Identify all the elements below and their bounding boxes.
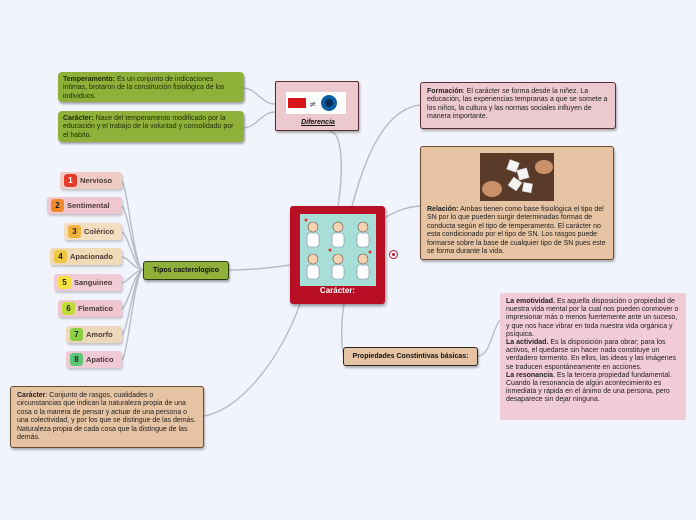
caracter-text: : Conjunto de rasgos, cualidades o circu… <box>17 392 196 442</box>
propiedades-detail-node[interactable]: La emotividad. Es aquella disposición o … <box>500 293 686 420</box>
diferencia-node[interactable]: ≠ Diferencia <box>275 81 359 131</box>
tipos-node[interactable]: Tipos cacterologico <box>143 261 229 280</box>
resonancia-term: La resonancia <box>506 371 554 379</box>
type-label: Flematico <box>78 304 114 313</box>
formacion-text: : El carácter se forma desde la niñez. L… <box>427 88 608 121</box>
caracter-origin-node[interactable]: Carácter: Nace del temperamento modifica… <box>58 111 244 142</box>
type-label: Apacionado <box>70 252 113 261</box>
relacion-node[interactable]: Relación: Ambas tienen como base fisioló… <box>420 146 614 260</box>
emotividad-term: La emotividad. <box>506 298 556 305</box>
propiedades-node[interactable]: Propiedades Constintivas básicas: <box>343 347 478 366</box>
type-label: Nervioso <box>80 176 113 185</box>
link-icon[interactable] <box>389 250 398 259</box>
type-num: 3 <box>68 225 81 238</box>
svg-text:≠: ≠ <box>309 100 317 110</box>
people-illustration <box>300 214 376 286</box>
type-num: 2 <box>51 199 64 212</box>
actividad-term: La actividad. <box>506 339 549 347</box>
central-title: Carácter: <box>319 286 356 295</box>
type-label: Apatico <box>86 355 114 364</box>
type-num: 7 <box>70 328 83 341</box>
caracter-origin-term: Carácter: <box>63 115 94 122</box>
type-num: 1 <box>64 174 77 187</box>
relacion-text: Ambas tienen como base fisiológica el ti… <box>427 206 606 256</box>
temperamento-node[interactable]: Temperamento: Es un conjunto de indicaci… <box>58 72 244 102</box>
central-node[interactable]: Carácter: <box>290 206 385 304</box>
temperamento-term: Temperamento: <box>63 76 115 83</box>
type-num: 4 <box>54 250 67 263</box>
actividad-text: Es la disposición para obrar; para los a… <box>506 339 677 371</box>
type-label: Sentimental <box>67 201 110 210</box>
temperamento-text: Es un conjunto de indicaciones intimas, … <box>63 76 225 100</box>
comparison-image: ≠ <box>286 92 346 114</box>
emotividad-text: Es aquella disposición o propiedad de nu… <box>506 298 679 338</box>
type-num: 5 <box>58 276 71 289</box>
caracter-definition-node[interactable]: Carácter: Conjunto de rasgos, cualidades… <box>10 386 204 448</box>
type-num: 8 <box>70 353 83 366</box>
formacion-term: Formación <box>427 88 463 95</box>
resonancia-text: . Es la tercera propiedad fundamental. C… <box>506 371 672 404</box>
formacion-node[interactable]: Formación: El carácter se forma desde la… <box>420 82 616 129</box>
caracter-origin-text: Nace del temperamento modificado por la … <box>63 115 234 139</box>
type-num: 6 <box>62 302 75 315</box>
puzzle-image <box>480 153 554 201</box>
relacion-term: Relación: <box>427 206 459 213</box>
type-label: Sanguineo <box>74 278 113 287</box>
type-label: Colérico <box>84 227 115 236</box>
caracter-term: Carácter <box>17 392 46 399</box>
type-label: Amorfo <box>86 330 113 339</box>
diferencia-label: Diferencia <box>301 119 335 126</box>
